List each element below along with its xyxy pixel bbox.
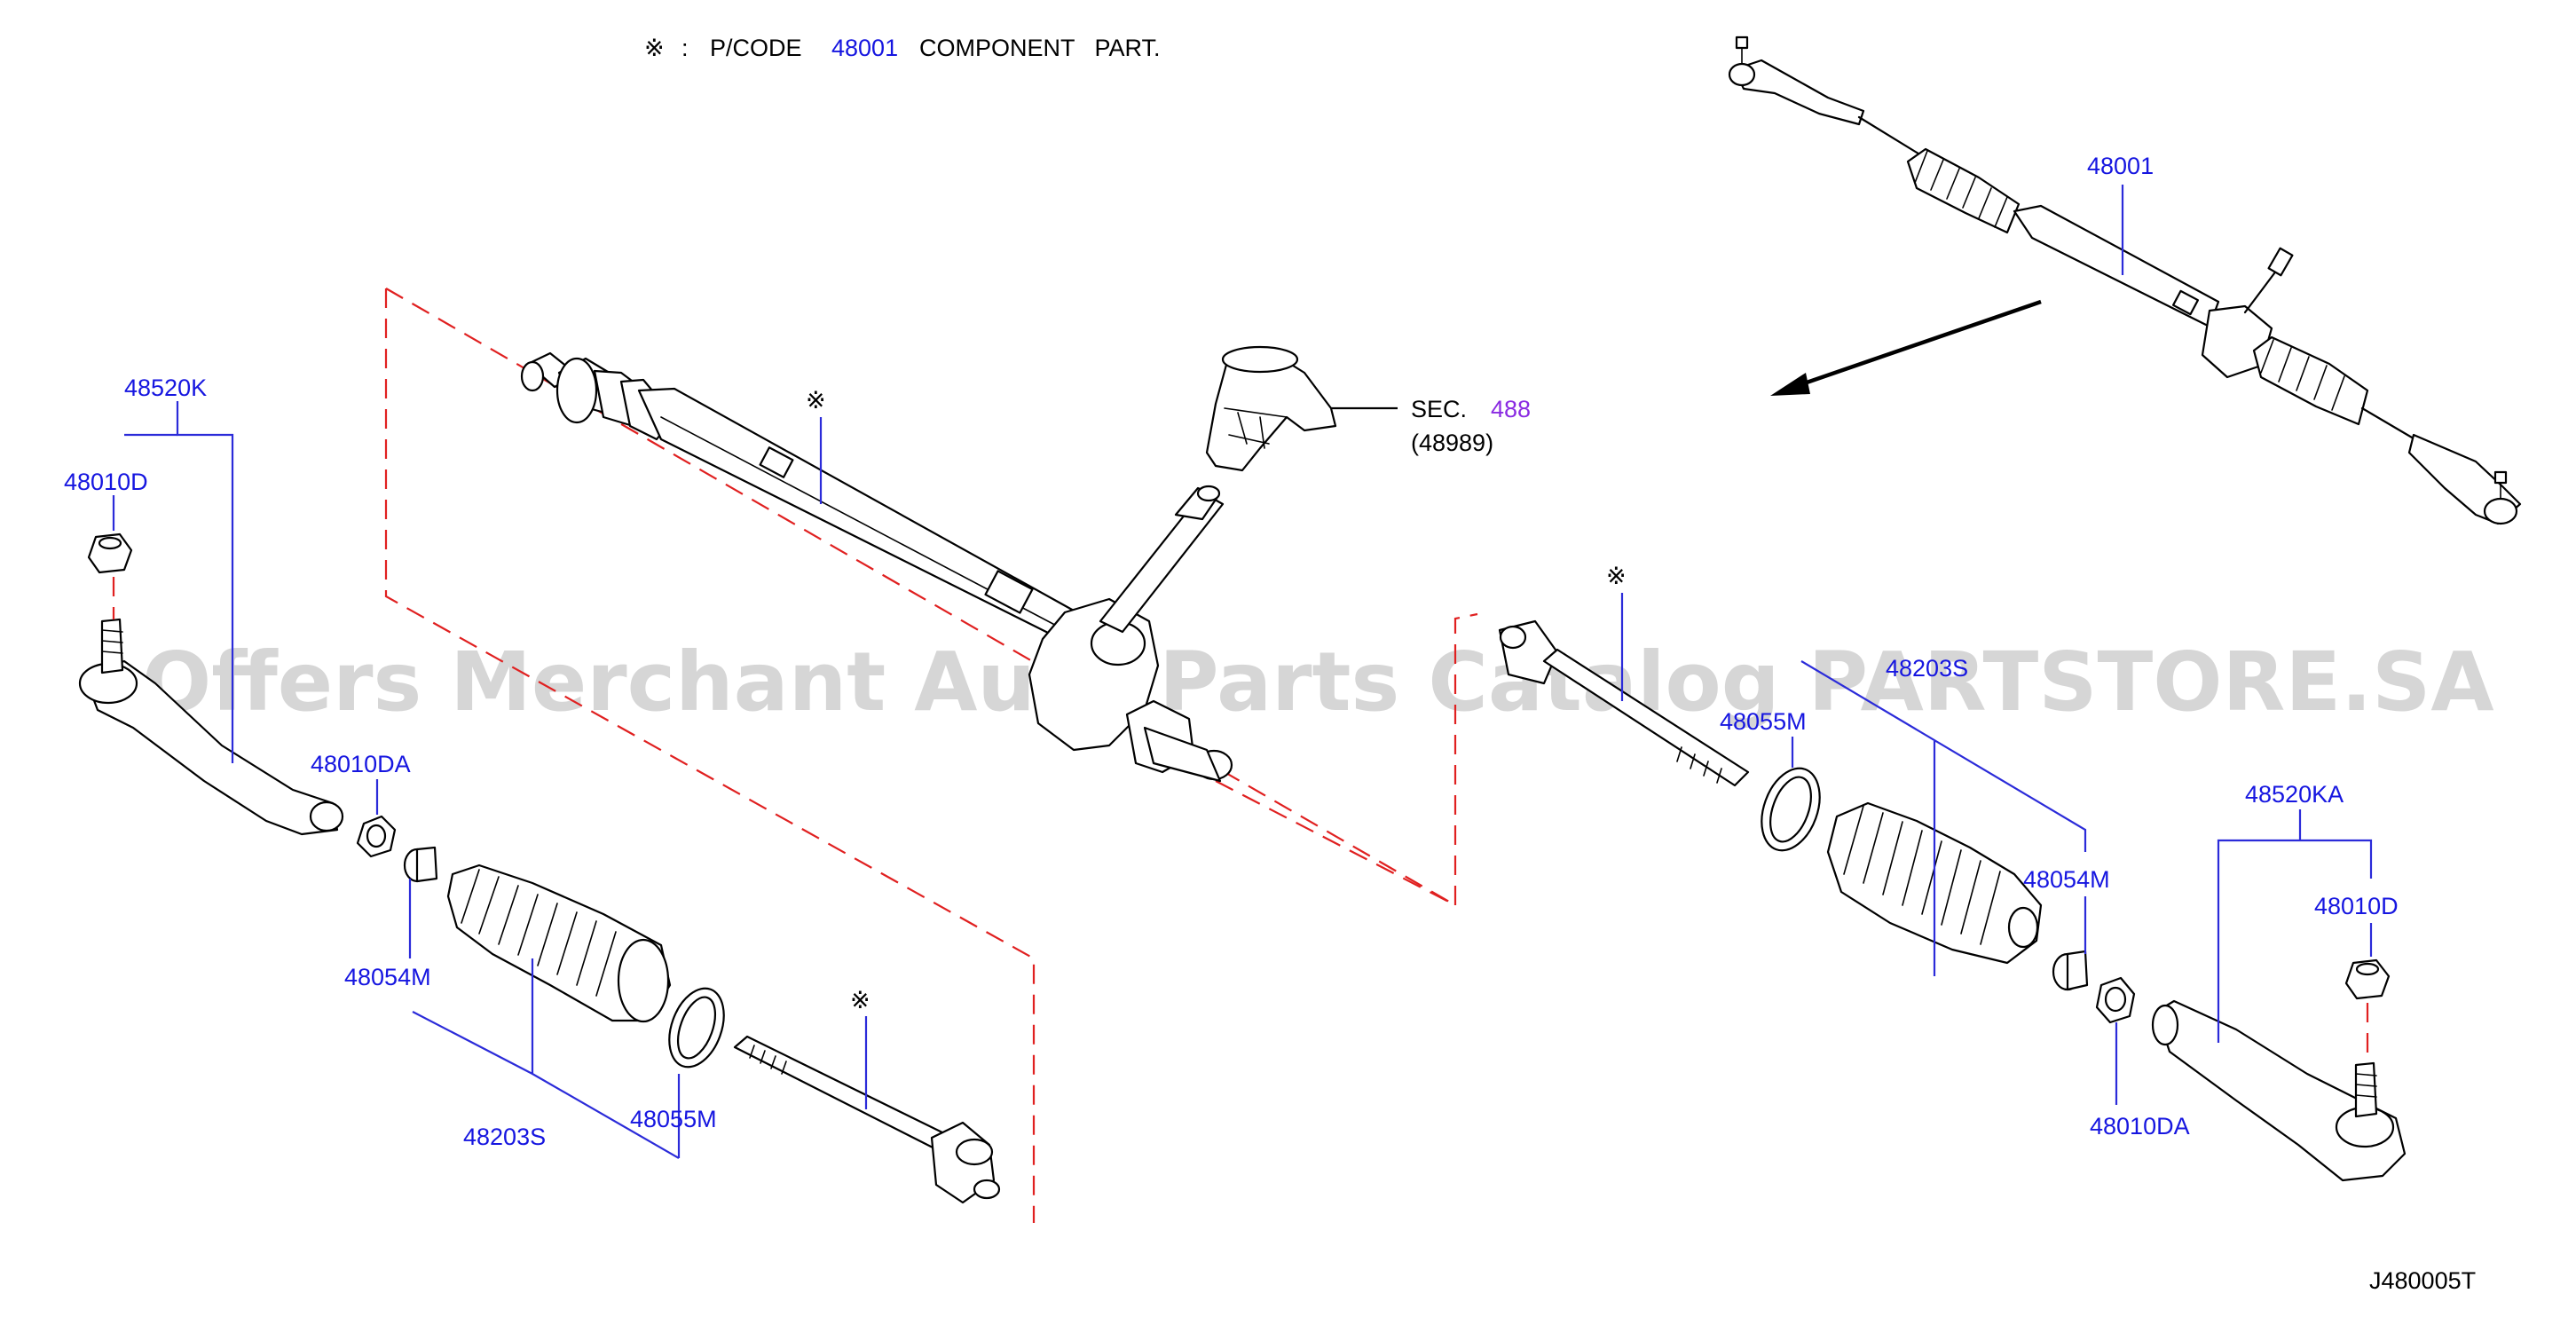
direction-arrow bbox=[1770, 299, 2042, 396]
label-48054m-left[interactable]: 48054M bbox=[344, 964, 431, 990]
header-prefix: P/CODE bbox=[710, 35, 802, 61]
header-suffix: COMPONENT PART. bbox=[919, 35, 1161, 61]
label-48203s-left[interactable]: 48203S bbox=[463, 1124, 546, 1150]
complete-assembly-illustration bbox=[1728, 35, 2522, 525]
right-nut bbox=[2344, 958, 2391, 1000]
sec-label: SEC. bbox=[1411, 396, 1467, 422]
label-48010da-right[interactable]: 48010DA bbox=[2090, 1113, 2190, 1140]
right-inner-tie-rod bbox=[1498, 619, 1750, 787]
steering-gear-housing bbox=[520, 351, 1233, 783]
right-clamp bbox=[2052, 950, 2089, 991]
dashed-outline-right bbox=[1215, 612, 1478, 906]
label-48520k[interactable]: 48520K bbox=[124, 375, 207, 401]
sec-number[interactable]: 488 bbox=[1491, 396, 1531, 422]
column-grommet bbox=[1205, 345, 1337, 472]
header-legend: ※ : P/CODE 48001 COMPONENT PART. bbox=[644, 35, 1161, 61]
dashed-outline-left bbox=[384, 288, 1456, 1223]
asterisk-callout-housing: ※ bbox=[806, 387, 826, 414]
label-48010d-left[interactable]: 48010D bbox=[64, 469, 148, 495]
left-nut bbox=[87, 532, 133, 574]
left-jam-nut bbox=[356, 815, 397, 858]
label-48203s-right[interactable]: 48203S bbox=[1886, 655, 1968, 682]
label-48010d-right[interactable]: 48010D bbox=[2314, 893, 2399, 919]
asterisk-symbol: ※ bbox=[644, 35, 665, 61]
label-48054m-right[interactable]: 48054M bbox=[2023, 866, 2110, 893]
label-48010da-left[interactable]: 48010DA bbox=[311, 751, 411, 777]
leader-48203s-left bbox=[412, 958, 680, 1159]
label-48055m-left[interactable]: 48055M bbox=[630, 1106, 717, 1132]
sec-reference: (48989) bbox=[1411, 430, 1493, 456]
asterisk-callout-left-rod: ※ bbox=[850, 987, 870, 1013]
label-48055m-right[interactable]: 48055M bbox=[1720, 708, 1807, 735]
watermark-text: Offers Merchant Auto Parts Catalog PARTS… bbox=[142, 635, 2494, 729]
leader-48520ka bbox=[2217, 809, 2373, 1043]
header-code[interactable]: 48001 bbox=[831, 35, 898, 61]
leader-48203s-right bbox=[1800, 660, 2087, 976]
left-clamp bbox=[403, 846, 438, 883]
right-band bbox=[1761, 767, 1821, 852]
label-48520ka[interactable]: 48520KA bbox=[2245, 781, 2344, 808]
left-band bbox=[668, 987, 725, 1069]
right-jam-nut bbox=[2095, 976, 2136, 1024]
left-boot bbox=[446, 864, 672, 1023]
asterisk-callout-right-rod: ※ bbox=[1606, 563, 1627, 589]
diagram-id: J480005T bbox=[2369, 1267, 2476, 1294]
left-inner-tie-rod bbox=[733, 1035, 1001, 1204]
left-tie-rod-end bbox=[78, 618, 344, 836]
right-tie-rod-end bbox=[2151, 999, 2407, 1182]
label-48001[interactable]: 48001 bbox=[2087, 153, 2154, 179]
leader-48520k bbox=[176, 401, 234, 763]
header-colon: : bbox=[681, 35, 689, 61]
